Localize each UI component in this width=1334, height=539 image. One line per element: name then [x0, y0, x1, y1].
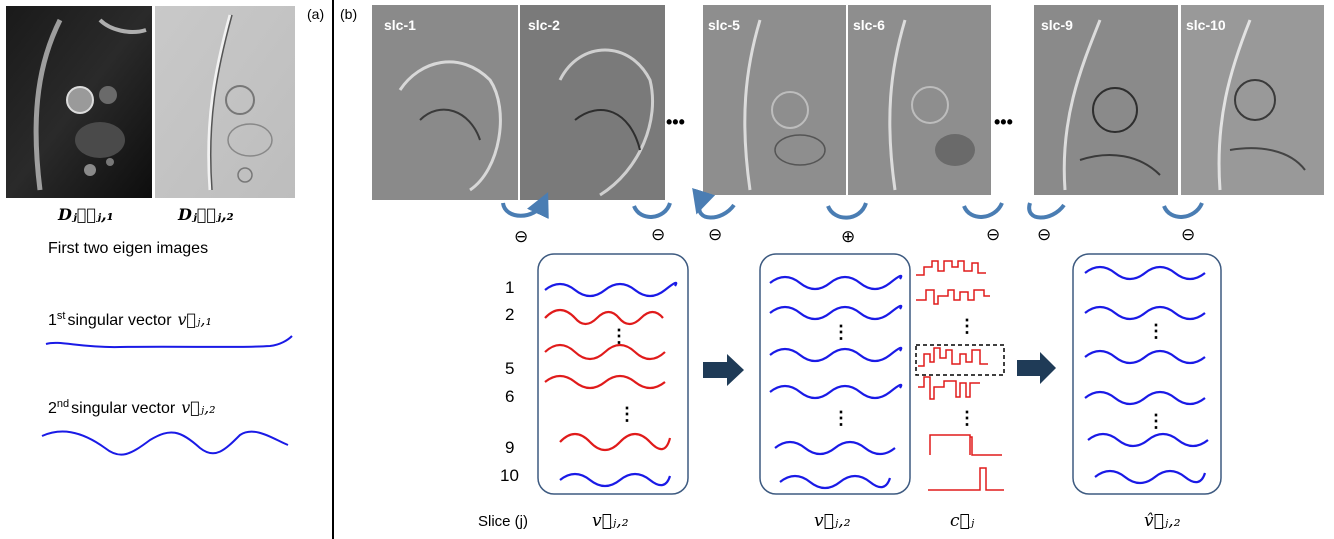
- slice-images: slc-1 slc-2 slc-5 slc-6: [372, 5, 1324, 200]
- sign-markers: ⊖ ⊖ ⊖ ⊕ ⊖ ⊖ ⊖: [514, 225, 1195, 246]
- box-label-4: v̂⃗ⱼ,₂: [1144, 511, 1181, 531]
- ellipsis-1: •••: [666, 112, 685, 132]
- slice-image-slc-2: slc-2: [520, 5, 665, 200]
- eigen-image-2: [155, 6, 295, 198]
- slice-header: slc-10: [1186, 17, 1226, 33]
- slice-axis-label: Slice (j): [478, 513, 528, 530]
- slice-image-slc-5: slc-5: [703, 5, 846, 195]
- cj-signals: ⋮ ⋮: [915, 260, 1005, 491]
- curved-arrow-icon: [632, 202, 672, 219]
- vdots: ⋮: [618, 404, 636, 424]
- panel-b-tag: (b): [340, 6, 357, 22]
- slice-image-slc-9: slc-9: [1034, 5, 1178, 195]
- slice-image-slc-1: slc-1: [372, 5, 518, 200]
- sign-minus: ⊖: [1037, 225, 1051, 244]
- slice-header: slc-1: [384, 17, 416, 33]
- flow-arrow-icon: [1017, 352, 1056, 384]
- box-input-vectors: ⋮ ⋮: [537, 253, 689, 495]
- box-label-1: v⃗ⱼ,₂: [592, 511, 629, 531]
- slice-header: slc-2: [528, 17, 560, 33]
- row-number: 10: [500, 466, 519, 485]
- ellipsis-2: •••: [994, 112, 1013, 132]
- row-numbers: 1 2 5 6 9 10: [500, 278, 519, 485]
- row-number: 2: [505, 305, 514, 324]
- eigen-caption: First two eigen images: [48, 240, 208, 257]
- vdots: ⋮: [832, 322, 850, 342]
- vdots: ⋮: [1147, 411, 1165, 431]
- curved-arrows: [501, 187, 1204, 220]
- box-label-3: c⃗ⱼ: [950, 511, 975, 531]
- sign-minus: ⊖: [651, 225, 665, 244]
- row-number: 1: [505, 278, 514, 297]
- vdots: ⋮: [958, 408, 976, 428]
- curved-arrow-icon: [826, 202, 868, 220]
- slice-image-slc-6: slc-6: [848, 5, 991, 195]
- curved-arrow-icon: [1162, 202, 1204, 219]
- eigen-label-2: 𝑫ⱼ𝑣⃗ⱼ,₂: [177, 205, 234, 224]
- row-number: 6: [505, 387, 514, 406]
- sign-minus: ⊖: [708, 225, 722, 244]
- eigen-label-1: 𝑫ⱼ𝑣⃗ⱼ,₁: [57, 205, 114, 224]
- sign-minus: ⊖: [514, 227, 528, 246]
- sign-minus: ⊖: [986, 225, 1000, 244]
- vdots: ⋮: [832, 408, 850, 428]
- sign-minus: ⊖: [1181, 225, 1195, 244]
- row-number: 5: [505, 359, 514, 378]
- panel-b: (b) slc-1 slc-2 slc-5: [340, 5, 1324, 531]
- singular-vector-2-curve: [41, 430, 289, 456]
- curved-arrow-icon: [501, 192, 549, 219]
- box-flipped-vectors: ⋮ ⋮: [759, 253, 911, 495]
- vdots: ⋮: [610, 326, 628, 346]
- slice-image-slc-10: slc-10: [1181, 5, 1324, 195]
- curved-arrow-icon: [692, 187, 736, 220]
- panel-a-tag: (a): [307, 6, 324, 22]
- slice-header: slc-6: [853, 17, 885, 33]
- sign-plus: ⊕: [841, 227, 855, 246]
- curved-arrow-icon: [962, 202, 1004, 219]
- flow-arrow-icon: [703, 354, 744, 386]
- singular-vector-1-curve: [45, 335, 293, 349]
- curved-arrow-icon: [1027, 202, 1066, 220]
- eigen-image-1: [6, 6, 152, 198]
- vdots: ⋮: [1147, 321, 1165, 341]
- box-output-vectors: ⋮ ⋮: [1072, 253, 1222, 495]
- box-label-2: v⃗ⱼ,₂: [814, 511, 851, 531]
- slice-header: slc-9: [1041, 17, 1073, 33]
- row-number: 9: [505, 438, 514, 457]
- vdots: ⋮: [958, 316, 976, 336]
- panel-a: 𝑫ⱼ𝑣⃗ⱼ,₁ 𝑫ⱼ𝑣⃗ⱼ,₂ First two eigen images 1…: [6, 6, 324, 456]
- highlight-box: [915, 344, 1005, 376]
- slice-header: slc-5: [708, 17, 740, 33]
